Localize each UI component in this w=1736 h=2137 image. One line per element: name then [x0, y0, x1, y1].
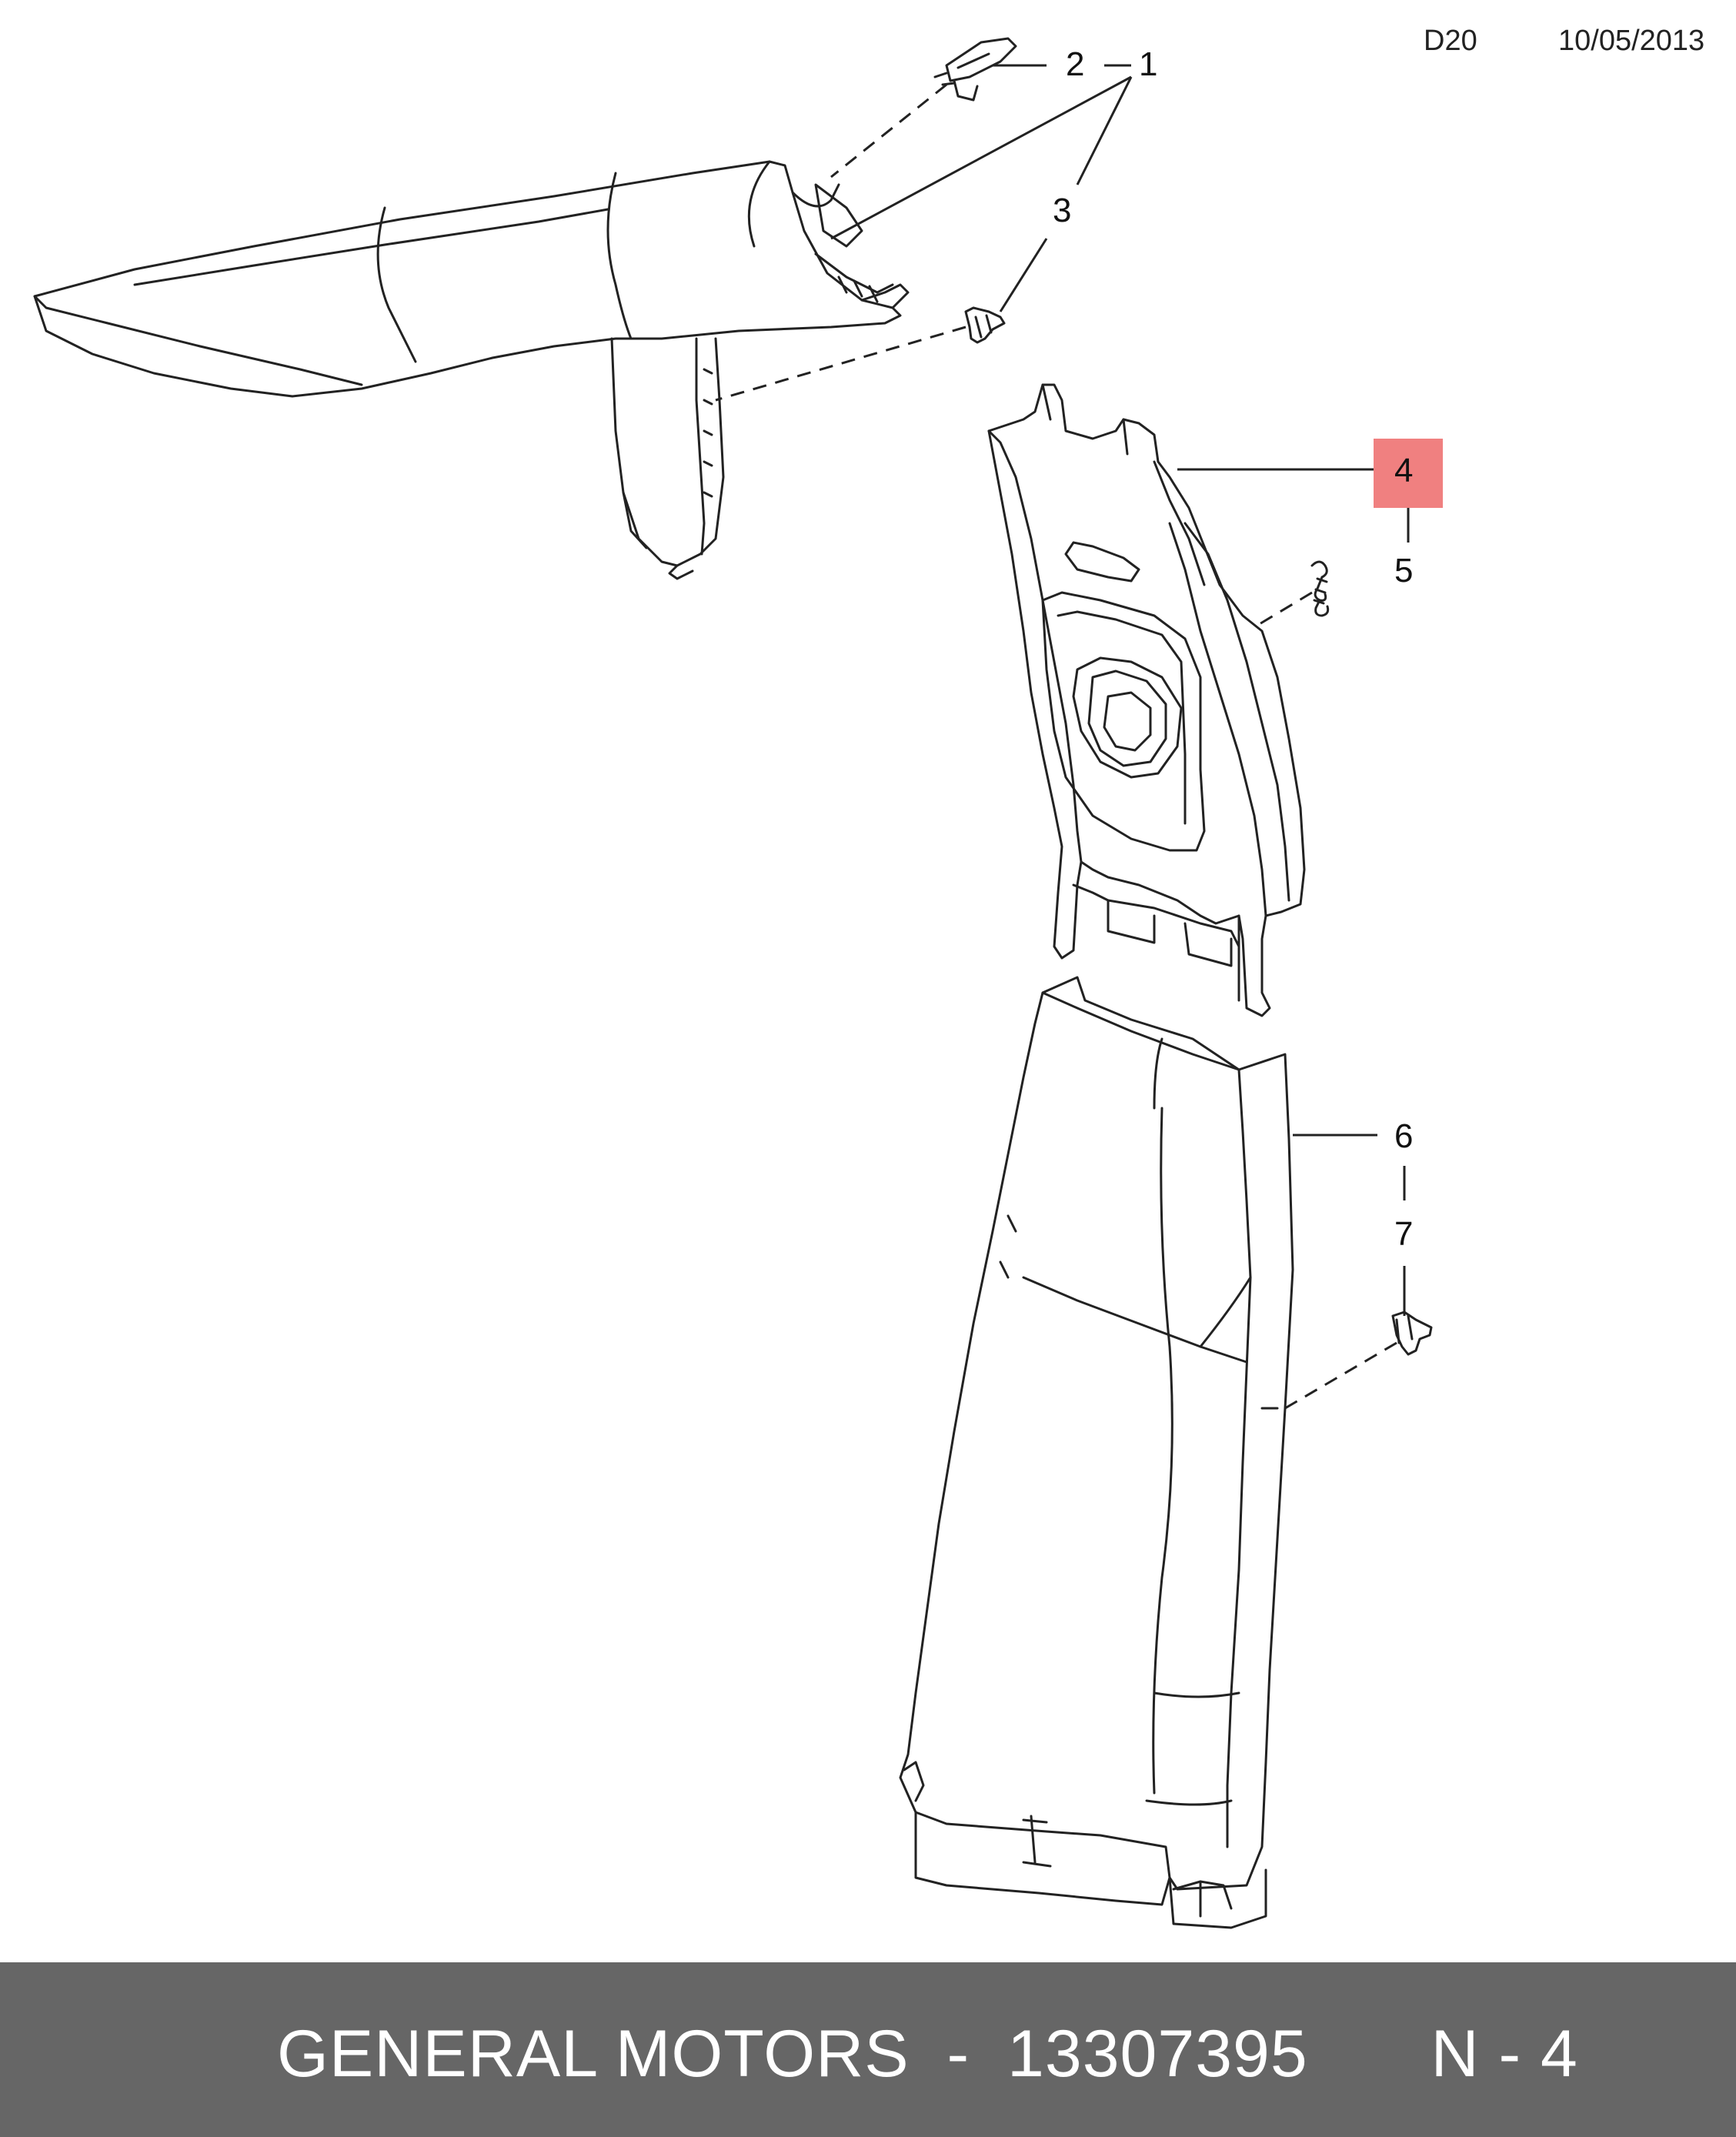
diagram-code: D20 [1424, 25, 1477, 57]
part-1-upper-trim [33, 160, 910, 398]
callout-7: 7 [1394, 1215, 1414, 1253]
footer-separator: - [946, 2017, 970, 2091]
diagram-date: 10/05/2013 [1558, 25, 1705, 57]
part-5-spring [1310, 560, 1330, 617]
callout-2: 2 [1066, 45, 1085, 83]
footer-text: GENERAL MOTORS - 13307395 N - 4 [277, 2016, 1578, 2092]
part-1-lower-trim [610, 337, 725, 580]
footer-position: N - 4 [1431, 2017, 1578, 2091]
part-2-clip [933, 37, 1017, 102]
callout-6: 6 [1394, 1117, 1414, 1155]
callout-1: 1 [1139, 45, 1158, 83]
part-7-clip [1391, 1311, 1433, 1356]
callout-4: 4 [1394, 452, 1414, 489]
footer-brand: GENERAL MOTORS [277, 2017, 910, 2091]
callout-3: 3 [1053, 192, 1072, 229]
callout-5: 5 [1394, 552, 1414, 589]
footer-bar: GENERAL MOTORS - 13307395 N - 4 [0, 1962, 1736, 2137]
dashed-assembly-lines [715, 83, 1397, 1410]
highlight-box [1374, 439, 1443, 508]
leader-lines [830, 64, 1410, 1316]
part-4-pillar-upper [987, 383, 1306, 1017]
part-3-clip [964, 306, 1006, 344]
footer-part-number: 13307395 [1007, 2017, 1308, 2091]
part-6-pillar-lower [899, 976, 1294, 1929]
parts-drawing [33, 37, 1433, 1929]
